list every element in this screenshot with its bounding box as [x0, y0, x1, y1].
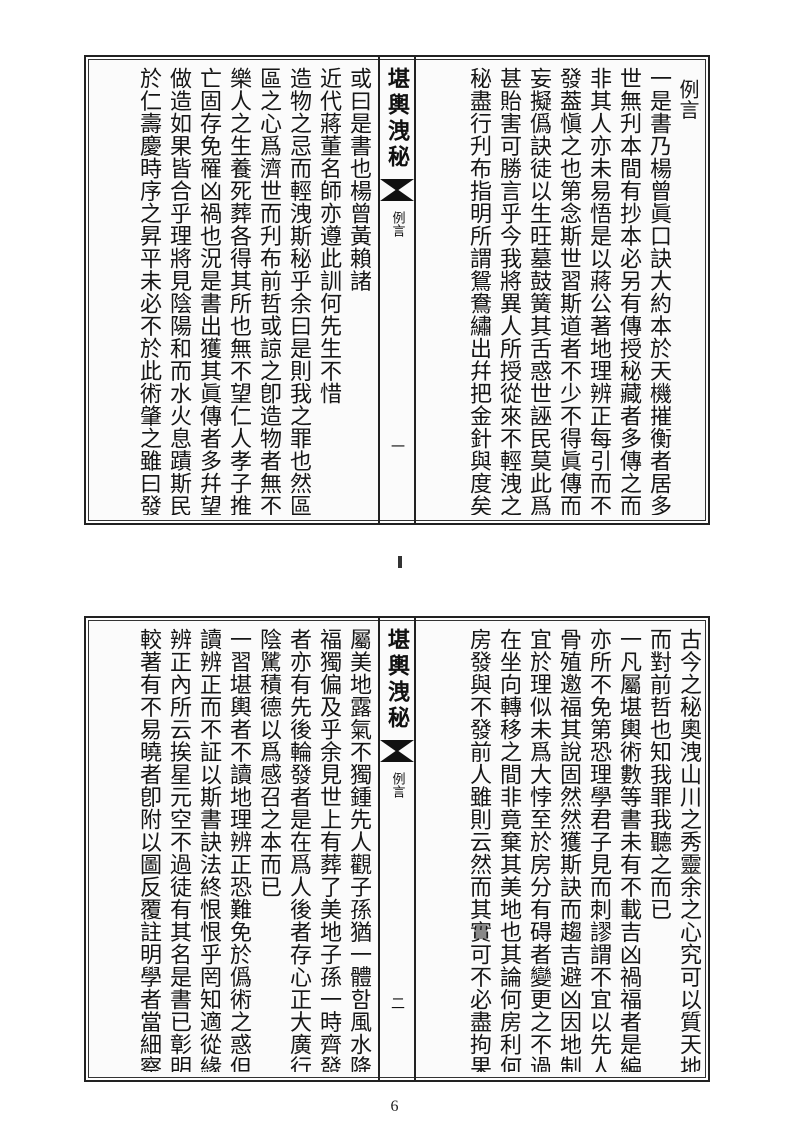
- text-column: 骨殖邀福其說固然然獲斯訣而趨吉避凶因地制: [556, 628, 581, 1072]
- fishtail-ornament: [380, 189, 414, 201]
- gutter-page-number: 一: [389, 439, 405, 453]
- text-column: 亡固存免罹凶禍也況是書出獲其眞傳者多幷望: [196, 67, 221, 515]
- right-page-bottom: 古今之秘奧洩山川之秀靈余之心究可以質天地 而對前哲也知我罪我聽之而已 一凡屬堪輿…: [416, 618, 708, 1080]
- text-column: 房發與不發前人雖則云然而其實可不必盡拘果: [466, 628, 491, 1072]
- binding-mark: [398, 556, 402, 568]
- text-column: 者亦有先後輪發者是在爲人後者存心正大廣行: [286, 628, 311, 1072]
- text-column: 較著有不易曉者卽附以圖反覆註明學者當細察: [136, 628, 161, 1072]
- running-title: 堪輿洩秘: [384, 628, 410, 732]
- gutter-section-label: 例言: [389, 211, 405, 237]
- text-column: 陰騭積德以爲感召之本而已: [256, 628, 281, 898]
- left-page-bottom: 屬美地露氣不獨鍾先人觀子孫猶一體함風水降 福獨偏及乎余見世上有葬了美地子孫一時齊…: [86, 618, 378, 1080]
- text-column: 區之心爲濟世而刋布前哲或諒之卽造物者無不: [256, 67, 281, 515]
- text-column: 一習堪輿者不讀地理辨正恐難免於僞術之惑但: [226, 628, 251, 1072]
- text-column: 讀辨正而不証以斯書訣法終恨恨乎罔知適從緣: [196, 628, 221, 1072]
- book-spread-bottom: 古今之秘奧洩山川之秀靈余之心究可以質天地 而對前哲也知我罪我聽之而已 一凡屬堪輿…: [84, 616, 710, 1082]
- text-column: 發葢愼之也第念斯世習斯道者不少不得眞傳而: [556, 67, 581, 515]
- text-column: 亦所不免第恐理學君子見而刺謬謂不宜以先人: [586, 628, 611, 1072]
- fishtail-ornament: [380, 179, 414, 191]
- text-column: 造物之忌而輕洩斯秘乎余曰是則我之罪也然區: [286, 67, 311, 515]
- section-heading: 例言: [676, 79, 700, 120]
- text-column: 非其人亦未易悟是以蔣公著地理辨正每引而不: [586, 67, 611, 515]
- text-column: 樂人之生養死葬各得其所也無不望仁人孝子推: [226, 67, 251, 515]
- text-column: 屬美地露氣不獨鍾先人觀子孫猶一體함風水降: [346, 628, 371, 1072]
- text-column: 世無刋本間有抄本必另有傳授秘藏者多傳之而: [616, 67, 641, 515]
- text-column: 福獨偏及乎余見世上有葬了美地子孫一時齊發: [316, 628, 341, 1072]
- text-column: 或曰是書也楊曾黃賴諸: [346, 67, 371, 292]
- book-spread-top: 例言 一是書乃楊曾眞口訣大約本於天機摧衡者居多 世無刋本間有抄本必另有傳授秘藏者…: [84, 55, 710, 525]
- center-gutter-top: 堪輿洩秘 例言 一: [378, 57, 416, 523]
- footer-page-number: 6: [390, 1098, 399, 1115]
- text-column: 秘盡行刋布指明所謂鴛鴦繡出幷把金針與度矣: [466, 67, 491, 515]
- fishtail-ornament: [380, 750, 414, 762]
- gutter-section-label: 例言: [389, 772, 405, 798]
- text-column: 做造如果皆合乎理將見陰陽和而水火息蹟斯民: [166, 67, 191, 515]
- text-column: 古今之秘奧洩山川之秀靈余之心究可以質天地: [676, 628, 701, 1072]
- right-page-top: 例言 一是書乃楊曾眞口訣大約本於天機摧衡者居多 世無刋本間有抄本必另有傳授秘藏者…: [416, 57, 708, 523]
- text-column: 甚貽害可勝言乎今我將異人所授從來不輕洩之: [496, 67, 521, 515]
- fishtail-ornament: [380, 740, 414, 752]
- text-column: 一凡屬堪輿術數等書未有不載吉凶禍福者是編: [616, 628, 641, 1072]
- text-column: 於仁壽慶時序之昇平未必不於此術肇之雖曰發: [136, 67, 161, 515]
- running-title: 堪輿洩秘: [384, 67, 410, 171]
- text-column: 宜於理似未爲大悖至於房分有碍者變更之不過: [526, 628, 551, 1072]
- left-page-top: 或曰是書也楊曾黃賴諸 近代蔣董名師亦遵此訓何先生不惜 造物之忌而輕洩斯秘乎余曰是…: [86, 57, 378, 523]
- text-column: 而對前哲也知我罪我聽之而已: [646, 628, 671, 921]
- gutter-page-number: 二: [389, 996, 405, 1010]
- text-column: 近代蔣董名師亦遵此訓何先生不惜: [316, 67, 341, 405]
- text-column: 辨正內所云挨星元空不過徒有其名是書已彰明: [166, 628, 191, 1072]
- text-column: 妄擬僞訣徒以生旺墓鼓簧其舌惑世誣民莫此爲: [526, 67, 551, 515]
- center-gutter-bottom: 堪輿洩秘 例言 二: [378, 618, 416, 1080]
- text-column: 一是書乃楊曾眞口訣大約本於天機摧衡者居多: [646, 67, 671, 515]
- text-column: 在坐向轉移之間非竟棄其美地也其論何房利何: [496, 628, 521, 1072]
